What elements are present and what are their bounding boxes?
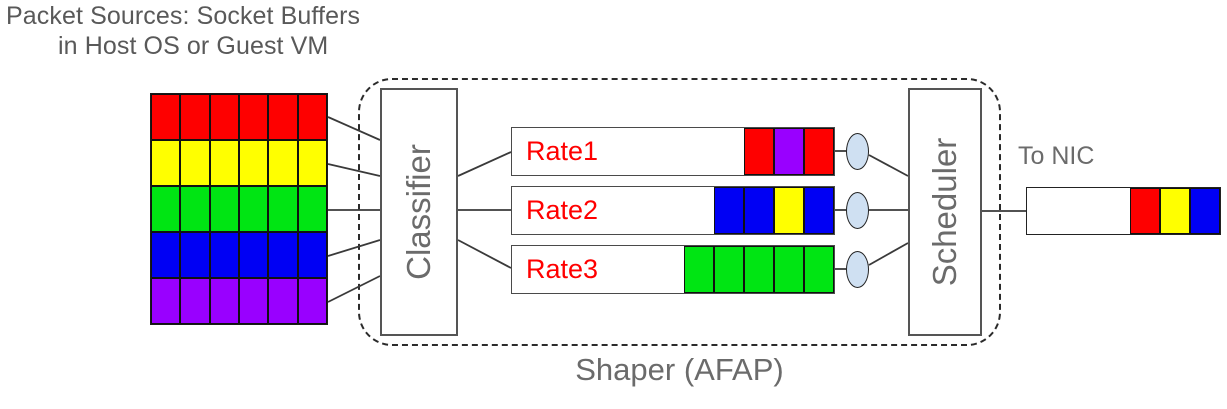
- packet-cell: [209, 94, 239, 140]
- classifier-label: Classifier: [400, 144, 437, 280]
- packet-cell: [209, 278, 239, 324]
- scheduler-module[interactable]: Scheduler: [908, 88, 982, 336]
- queue-packet: [744, 246, 774, 293]
- gate-rate2-icon[interactable]: [846, 192, 869, 229]
- packet-cell: [239, 232, 269, 278]
- queue-packet: [744, 128, 774, 175]
- queue-packet: [1190, 188, 1220, 234]
- packet-cell: [268, 94, 298, 140]
- classifier-module[interactable]: Classifier: [380, 88, 458, 336]
- page-title-line-1: Packet Sources: Socket Buffers: [6, 2, 361, 30]
- rate-queue-3[interactable]: Rate3: [511, 245, 835, 294]
- packet-cell: [180, 232, 210, 278]
- queue-packet: [1160, 188, 1190, 234]
- shaper-label: Shaper (AFAP): [575, 352, 784, 387]
- queue-packet: [714, 187, 744, 234]
- packet-source-grid: [150, 93, 328, 325]
- page-title-line-2: in Host OS or Guest VM: [58, 32, 329, 60]
- gate-rate3-icon[interactable]: [846, 251, 869, 288]
- rate-queue-1[interactable]: Rate1: [511, 127, 835, 176]
- packet-source-row: [151, 186, 327, 232]
- packet-cell: [151, 94, 181, 140]
- packet-cell: [180, 140, 210, 186]
- queue-packet: [1130, 188, 1160, 234]
- packet-cell: [151, 232, 181, 278]
- packet-source-row: [151, 278, 327, 324]
- packet-cell: [209, 140, 239, 186]
- packet-cell: [239, 278, 269, 324]
- packet-cell: [209, 186, 239, 232]
- rate-queue-3-label: Rate3: [526, 253, 599, 284]
- queue-packet: [774, 128, 804, 175]
- scheduler-label: Scheduler: [926, 137, 963, 287]
- packet-cell: [180, 186, 210, 232]
- gate-rate1-icon[interactable]: [846, 133, 869, 170]
- queue-packet: [804, 187, 834, 234]
- queue-packet: [774, 187, 804, 234]
- packet-cell: [297, 186, 327, 232]
- queue-packet: [744, 187, 774, 234]
- queue-packet: [804, 246, 834, 293]
- packet-cell: [297, 232, 327, 278]
- packet-cell: [268, 140, 298, 186]
- queue-packet: [714, 246, 744, 293]
- packet-cell: [268, 278, 298, 324]
- packet-cell: [209, 232, 239, 278]
- packet-cell: [268, 232, 298, 278]
- packet-source-row: [151, 140, 327, 186]
- packet-cell: [297, 94, 327, 140]
- packet-cell: [297, 140, 327, 186]
- packet-cell: [151, 278, 181, 324]
- shaper-boundary: [358, 78, 1001, 346]
- packet-source-row: [151, 94, 327, 140]
- packet-source-row: [151, 232, 327, 278]
- queue-packet: [684, 246, 714, 293]
- rate-queue-3-packets: [684, 246, 834, 293]
- packet-cell: [151, 140, 181, 186]
- packet-cell: [180, 94, 210, 140]
- packet-cell: [239, 186, 269, 232]
- nic-output-queue[interactable]: [1026, 187, 1221, 235]
- nic-output-packets: [1130, 188, 1220, 234]
- rate-queue-2[interactable]: Rate2: [511, 186, 835, 235]
- rate-queue-2-label: Rate2: [526, 194, 599, 225]
- packet-cell: [239, 140, 269, 186]
- rate-queue-2-packets: [714, 187, 834, 234]
- packet-cell: [297, 278, 327, 324]
- packet-cell: [151, 186, 181, 232]
- queue-packet: [774, 246, 804, 293]
- rate-queue-1-packets: [744, 128, 834, 175]
- queue-packet: [804, 128, 834, 175]
- to-nic-label: To NIC: [1018, 142, 1095, 170]
- rate-queue-1-label: Rate1: [526, 135, 599, 166]
- packet-cell: [268, 186, 298, 232]
- packet-cell: [180, 278, 210, 324]
- packet-cell: [239, 94, 269, 140]
